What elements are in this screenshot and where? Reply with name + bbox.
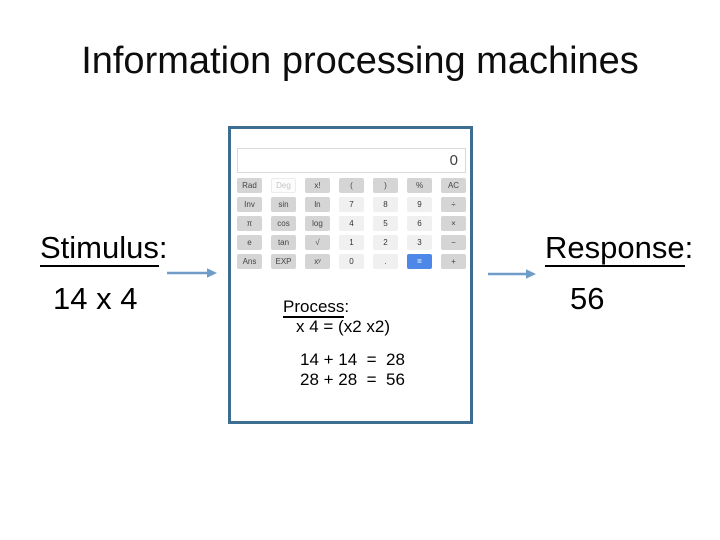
- calc-button-14[interactable]: π: [237, 216, 262, 231]
- calc-button-8[interactable]: sin: [271, 197, 296, 212]
- calc-button-4[interactable]: ): [373, 178, 398, 193]
- process-label-text: Process: [283, 297, 345, 318]
- calc-button-34[interactable]: +: [441, 254, 466, 269]
- process-formula: x 4 = (x2 x2): [296, 317, 391, 336]
- calc-button-28[interactable]: Ans: [237, 254, 262, 269]
- calc-button-15[interactable]: cos: [271, 216, 296, 231]
- calc-button-22[interactable]: tan: [271, 235, 296, 250]
- response-value: 56: [570, 281, 605, 316]
- calc-button-20[interactable]: ×: [441, 216, 466, 231]
- calc-button-33[interactable]: =: [407, 254, 432, 269]
- calc-button-31[interactable]: 0: [339, 254, 364, 269]
- calc-button-23[interactable]: √: [305, 235, 330, 250]
- calc-button-10[interactable]: 7: [339, 197, 364, 212]
- calc-button-32[interactable]: .: [373, 254, 398, 269]
- calc-button-25[interactable]: 2: [373, 235, 398, 250]
- calc-button-13[interactable]: ÷: [441, 197, 466, 212]
- calc-button-29[interactable]: EXP: [271, 254, 296, 269]
- calc-button-11[interactable]: 8: [373, 197, 398, 212]
- process-step-1: 14 + 14 = 28: [300, 350, 405, 369]
- calc-button-30[interactable]: xʸ: [305, 254, 330, 269]
- slide-title: Information processing machines: [81, 40, 639, 82]
- stimulus-value: 14 x 4: [53, 281, 138, 316]
- calc-button-6[interactable]: AC: [441, 178, 466, 193]
- response-label-colon: :: [684, 230, 694, 265]
- calc-button-0[interactable]: Rad: [237, 178, 262, 193]
- calc-button-24[interactable]: 1: [339, 235, 364, 250]
- calc-button-1[interactable]: Deg: [271, 178, 296, 193]
- arrow-process-to-response-icon: [488, 269, 536, 279]
- process-step-2: 28 + 28 = 56: [300, 370, 405, 389]
- response-label: Response:: [545, 230, 694, 267]
- calculator-display: 0: [237, 148, 466, 173]
- calc-button-26[interactable]: 3: [407, 235, 432, 250]
- calc-button-12[interactable]: 9: [407, 197, 432, 212]
- stimulus-label: Stimulus:: [40, 230, 168, 267]
- calc-button-17[interactable]: 4: [339, 216, 364, 231]
- arrow-stimulus-to-process-icon: [167, 268, 217, 278]
- calc-button-16[interactable]: log: [305, 216, 330, 231]
- stimulus-label-text: Stimulus: [40, 230, 159, 267]
- process-label: Process:: [283, 297, 405, 318]
- calc-button-7[interactable]: Inv: [237, 197, 262, 212]
- calc-button-19[interactable]: 6: [407, 216, 432, 231]
- calc-button-9[interactable]: ln: [305, 197, 330, 212]
- calc-button-2[interactable]: x!: [305, 178, 330, 193]
- response-label-text: Response: [545, 230, 685, 267]
- calc-button-18[interactable]: 5: [373, 216, 398, 231]
- calc-button-3[interactable]: (: [339, 178, 364, 193]
- calc-button-27[interactable]: −: [441, 235, 466, 250]
- process-label-colon: :: [344, 297, 350, 316]
- stimulus-label-colon: :: [158, 230, 168, 265]
- calc-button-21[interactable]: e: [237, 235, 262, 250]
- calc-button-5[interactable]: %: [407, 178, 432, 193]
